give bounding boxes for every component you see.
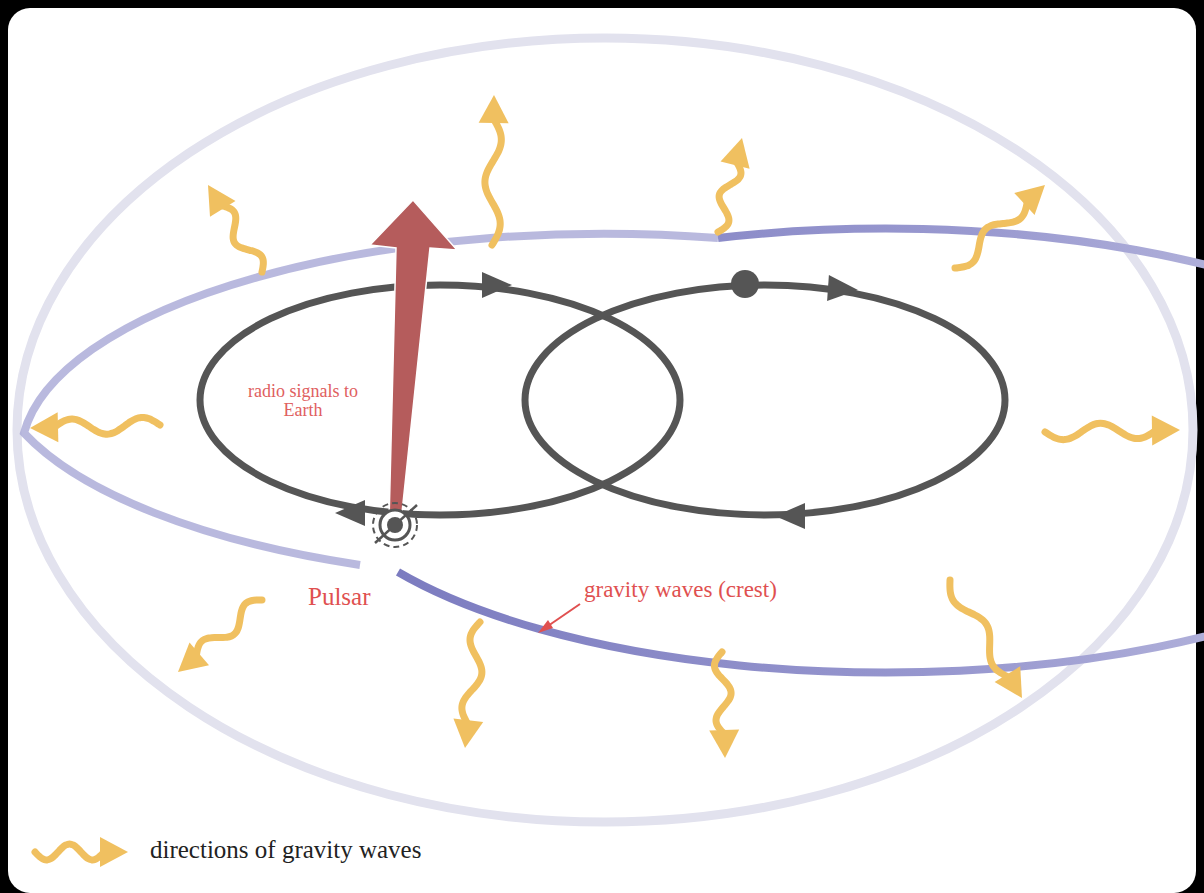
wave-crest [398, 229, 1204, 673]
wave-body [1045, 422, 1156, 439]
wave-head [721, 134, 757, 169]
wave-head [195, 177, 235, 217]
wave-head [168, 642, 209, 683]
wave-body [54, 417, 160, 435]
wave-body [35, 844, 104, 860]
wave-arrow [35, 837, 128, 867]
wave-arrow [703, 134, 756, 235]
wave-head [479, 95, 509, 123]
background [8, 8, 1196, 893]
wave-arrow [477, 95, 509, 245]
companion-orbit [525, 285, 1005, 515]
outer-wave-crest [17, 38, 1193, 822]
wave-arrow [1045, 415, 1180, 447]
legend-label: directions of gravity waves [150, 836, 421, 864]
wave-arrow [937, 572, 1035, 706]
wave-arrow [195, 177, 274, 280]
wave-body [950, 195, 1033, 273]
companion-star [731, 270, 759, 298]
radio-beam-arrow [370, 200, 457, 522]
wave-arrows [30, 95, 1181, 867]
wave-body [714, 652, 732, 734]
orbit-arrowhead [335, 500, 365, 526]
wave-arrow [168, 589, 272, 684]
crest-label: gravity waves (crest) [584, 578, 777, 602]
orbit-arrowhead [775, 503, 805, 529]
wave-head [1152, 415, 1180, 445]
wave-body [460, 621, 488, 725]
wave-head [1014, 174, 1055, 215]
wave-arrow [30, 410, 161, 443]
wave-head [995, 666, 1035, 706]
wave-head [100, 837, 128, 867]
wave-body [943, 576, 1016, 682]
pulsar-label: Pulsar [308, 584, 371, 610]
pulsar-orbit [200, 285, 680, 515]
beam-label: radio signals to Earth [238, 382, 368, 420]
pulsar-symbol [373, 503, 417, 547]
wave-head [30, 412, 59, 443]
leader-arrowhead [538, 620, 553, 633]
wave-body [484, 119, 502, 245]
wave-body [214, 201, 269, 276]
wave-body [191, 594, 267, 662]
wave-body [710, 159, 743, 234]
wave-head [709, 730, 740, 759]
wave-arrow [945, 174, 1055, 279]
wave-head [450, 718, 483, 749]
orbit-arrowhead [827, 275, 859, 303]
wave-crest [24, 234, 718, 565]
orbit-arrowhead [482, 272, 512, 298]
wave-arrow [707, 652, 740, 759]
wave-arrow [450, 620, 495, 750]
